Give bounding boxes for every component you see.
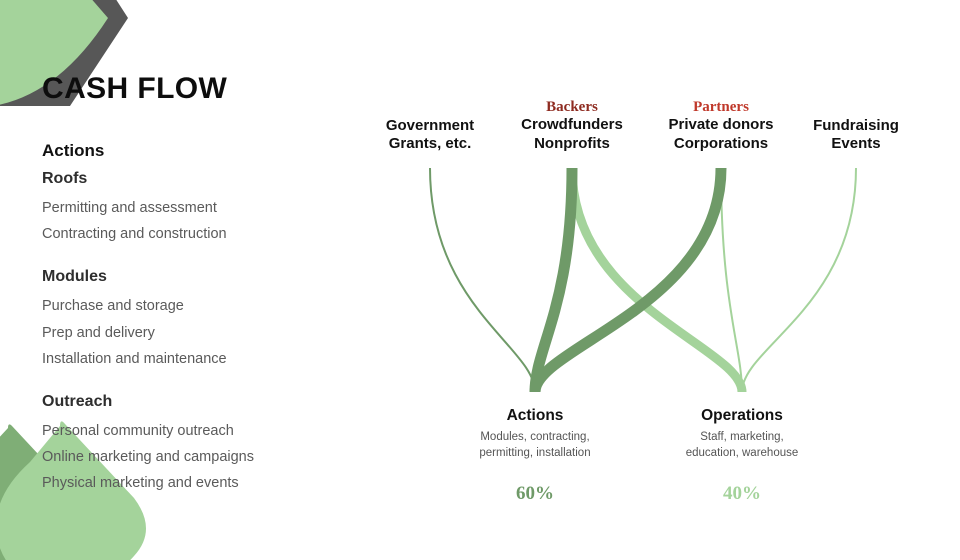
sidebar-item: Purchase and storage: [42, 298, 184, 315]
source-line: Government: [385, 117, 475, 134]
sankey-link: [429, 167, 536, 393]
sidebar-item: Installation and maintenance: [42, 350, 227, 367]
sidebar-group-roofs: Roofs Permitting and assessment Contract…: [42, 169, 342, 247]
source-line: Events: [831, 135, 881, 153]
target-desc: permitting, installation: [479, 447, 591, 460]
sidebar-item: Online marketing and campaigns: [42, 448, 254, 465]
sidebar-item: Permitting and assessment: [42, 200, 217, 217]
sankey-links: [429, 167, 857, 393]
source-label-government: Government Grants, etc.: [330, 117, 530, 154]
target-percent: 40%: [723, 483, 761, 505]
source-line: Crowdfunders: [521, 116, 623, 134]
source-line: Private donors: [668, 116, 774, 134]
sidebar-item: Personal community outreach: [42, 422, 234, 439]
sidebar-item: Contracting and construction: [42, 226, 227, 243]
source-line: Corporations: [673, 134, 769, 152]
source-kicker: Partners: [693, 99, 749, 115]
sankey-link: [567, 167, 747, 393]
sidebar-group-title: Roofs: [42, 170, 88, 188]
target-percent: 60%: [516, 483, 554, 505]
sidebar-group-modules: Modules Purchase and storage Prep and de…: [42, 267, 342, 371]
target-desc: Modules, contracting,: [480, 431, 590, 443]
source-line: Nonprofits: [534, 134, 610, 152]
sankey-link: [720, 167, 743, 393]
target-title: Operations: [701, 407, 783, 424]
sidebar-outline: Actions Roofs Permitting and assessment …: [42, 140, 342, 496]
target-desc: education, warehouse: [685, 447, 799, 460]
source-label-partners: Partners Private donors Corporations: [621, 98, 821, 153]
source-line: Grants, etc.: [388, 135, 472, 153]
target-title: Actions: [506, 407, 564, 424]
sankey-link: [529, 167, 727, 393]
sidebar-item: Physical marketing and events: [42, 474, 239, 491]
cash-flow-sankey-diagram: Government Grants, etc. Backers Crowdfun…: [355, 84, 955, 514]
left-panel: CASH FLOW Actions Roofs Permitting and a…: [42, 74, 342, 496]
sidebar-item: Prep and delivery: [42, 324, 155, 341]
sidebar-group-title: Outreach: [42, 392, 113, 410]
sidebar-heading: Actions: [42, 141, 105, 160]
source-label-fundraising: Fundraising Events: [756, 117, 956, 154]
sankey-link: [741, 167, 857, 393]
source-label-backers: Backers Crowdfunders Nonprofits: [472, 98, 672, 153]
sidebar-group-title: Modules: [42, 268, 107, 286]
sidebar-group-outreach: Outreach Personal community outreach Onl…: [42, 392, 342, 496]
source-kicker: Backers: [546, 99, 598, 115]
page-title: CASH FLOW: [42, 72, 228, 105]
target-label-operations: Operations Staff, marketing, education, …: [642, 407, 842, 505]
target-desc: Staff, marketing,: [700, 431, 784, 443]
source-line: Fundraising: [813, 117, 899, 134]
target-label-actions: Actions Modules, contracting, permitting…: [435, 407, 635, 505]
